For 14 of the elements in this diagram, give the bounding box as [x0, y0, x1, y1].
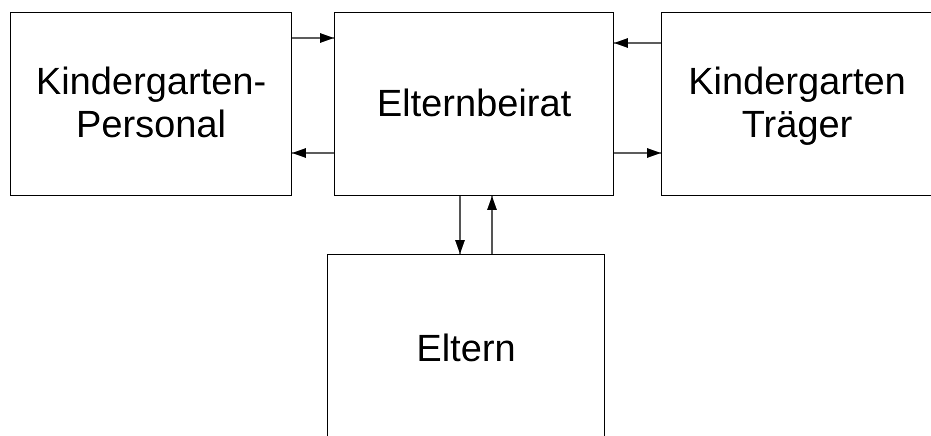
arrow	[487, 196, 497, 254]
box-label: Elternbeirat	[376, 82, 572, 126]
process-box	[334, 12, 614, 196]
process-box	[661, 12, 931, 196]
arrow	[455, 196, 465, 254]
arrow	[292, 33, 334, 43]
arrow	[614, 38, 661, 48]
arrow	[614, 148, 661, 158]
box-label: Kindergarten Träger	[687, 61, 907, 147]
arrow	[292, 148, 334, 158]
box-label: Eltern	[416, 328, 516, 370]
process-box	[327, 254, 605, 436]
process-box	[10, 12, 292, 196]
box-label: Kindergarten-Personal	[34, 61, 268, 147]
